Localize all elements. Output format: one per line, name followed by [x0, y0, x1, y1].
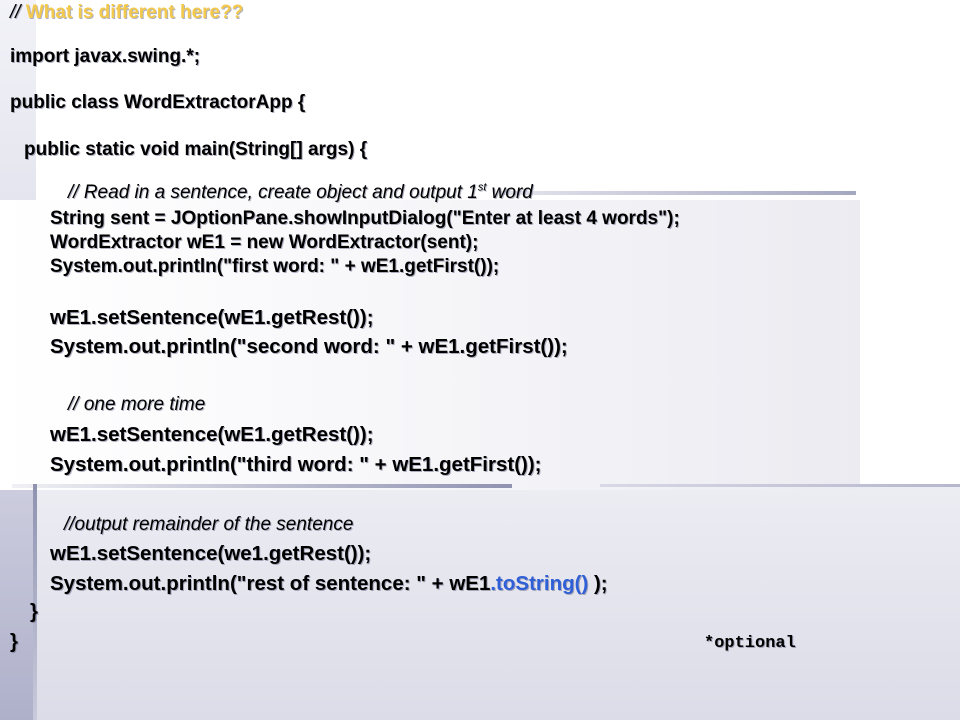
- comment-read-sentence: // Read in a sentence, create object and…: [68, 182, 533, 204]
- optional-note: *optional: [704, 634, 796, 653]
- code-line-set-sentence-2: wE1.setSentence(wE1.getRest());: [50, 423, 374, 446]
- class-declaration: public class WordExtractorApp {: [10, 92, 306, 113]
- header-comment: // What is different here??: [10, 2, 243, 24]
- closing-brace-main: }: [30, 600, 38, 623]
- comment-one-more-time: // one more time: [68, 394, 206, 415]
- comment-read-sentence-text: // Read in a sentence, create object and…: [68, 182, 478, 203]
- header-question: What is different here??: [25, 2, 244, 23]
- decor-line-bottom: [12, 484, 512, 488]
- code-line-print-second: System.out.println("second word: " + wE1…: [50, 335, 568, 358]
- comment-superscript: st: [477, 181, 487, 194]
- print-rest-suffix: );: [588, 572, 608, 595]
- comment-output-remainder: //output remainder of the sentence: [64, 514, 354, 535]
- decor-line-vertical: [33, 484, 37, 720]
- code-line-create-object: WordExtractor wE1 = new WordExtractor(se…: [50, 232, 479, 253]
- closing-brace-class: }: [10, 630, 18, 653]
- bottom-gradient-panel: [36, 486, 960, 720]
- tostring-call: .toString(): [490, 572, 589, 595]
- comment-read-sentence-end: word: [486, 182, 533, 203]
- code-line-input-dialog: String sent = JOptionPane.showInputDialo…: [50, 208, 680, 229]
- decor-line-top: [500, 191, 856, 195]
- decor-line-right: [600, 484, 960, 487]
- code-line-set-sentence-3: wE1.setSentence(we1.getRest());: [50, 542, 372, 565]
- code-line-print-rest: System.out.println("rest of sentence: " …: [50, 572, 608, 596]
- import-statement: import javax.swing.*;: [10, 46, 201, 67]
- code-line-print-first: System.out.println("first word: " + wE1.…: [50, 256, 500, 277]
- code-line-set-sentence-1: wE1.setSentence(wE1.getRest());: [50, 306, 374, 329]
- code-line-print-third: System.out.println("third word: " + wE1.…: [50, 453, 542, 476]
- middle-gradient-band: [0, 200, 860, 490]
- main-method-declaration: public static void main(String[] args) {: [24, 139, 368, 160]
- print-rest-prefix: System.out.println("rest of sentence: " …: [50, 572, 491, 595]
- header-comment-prefix: //: [10, 2, 26, 23]
